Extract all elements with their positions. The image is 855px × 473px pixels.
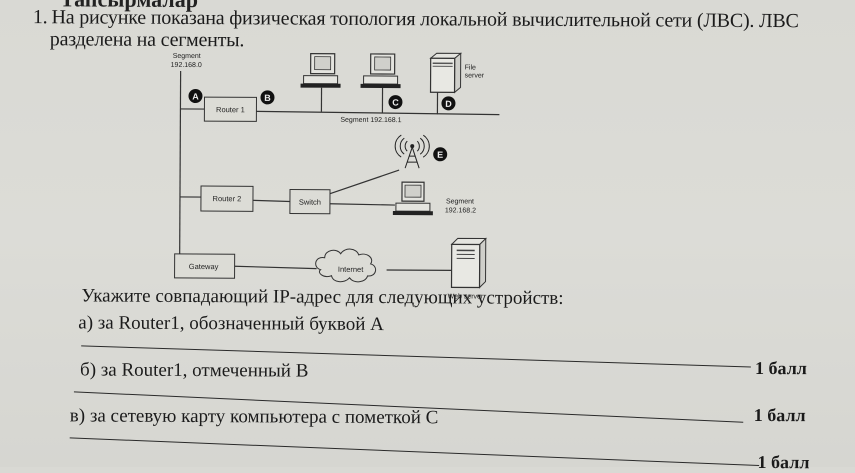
segment1-label: Segment 192.168.1 [340,117,401,124]
computer-icon-segment2 [393,182,433,215]
task-item-c: в) за сетевую карту компьютера с пометко… [70,406,439,428]
router2-node: Router 2 [201,186,253,211]
svg-text:B: B [264,93,271,103]
svg-text:D: D [445,99,452,109]
segment2-address: 192.168.2 [445,207,476,214]
router1-label: Router 1 [216,105,245,114]
gateway-node: Gateway [175,254,235,278]
segment0-label: Segment [173,53,201,60]
marker-b: B [260,90,274,104]
svg-text:A: A [192,92,199,102]
web-server-icon [452,238,486,287]
network-topology-diagram: Segment 192.168.0 Segment 192.168.1 Rout… [0,0,855,304]
svg-text:E: E [437,150,443,160]
router2-label: Router 2 [213,194,242,203]
segment1-line [256,111,499,114]
router1-node: Router 1 [204,97,256,121]
marker-c: C [388,95,402,109]
wireless-tower-icon [395,135,429,168]
answer-line-c[interactable] [70,437,759,466]
segment2-label: Segment [446,198,474,205]
computer-icon-1 [300,54,340,112]
marker-d: D [441,96,455,110]
score-c: 1 балл [758,452,810,473]
file-server-label-2: server [465,72,485,79]
marker-e: E [433,147,447,161]
gateway-label: Gateway [189,262,219,271]
score-a: 1 балл [755,358,807,379]
svg-text:C: C [392,98,399,108]
task-item-a: а) за Router1, обозначенный буквой А [78,313,384,335]
marker-a: A [188,89,202,103]
task-prompt: Укажите совпадающий IP-адрес для следующ… [81,286,563,309]
switch-label: Switch [299,198,321,207]
file-server-label-1: File [465,64,476,71]
internet-label: Internet [338,265,364,274]
segment0-address: 192.168.0 [171,62,202,69]
task-item-b: б) за Router1, отмеченный B [80,360,308,381]
segment0-backbone [180,71,181,263]
internet-cloud-icon: Internet [316,249,376,282]
score-b: 1 балл [754,405,806,426]
switch-node: Switch [290,190,330,214]
